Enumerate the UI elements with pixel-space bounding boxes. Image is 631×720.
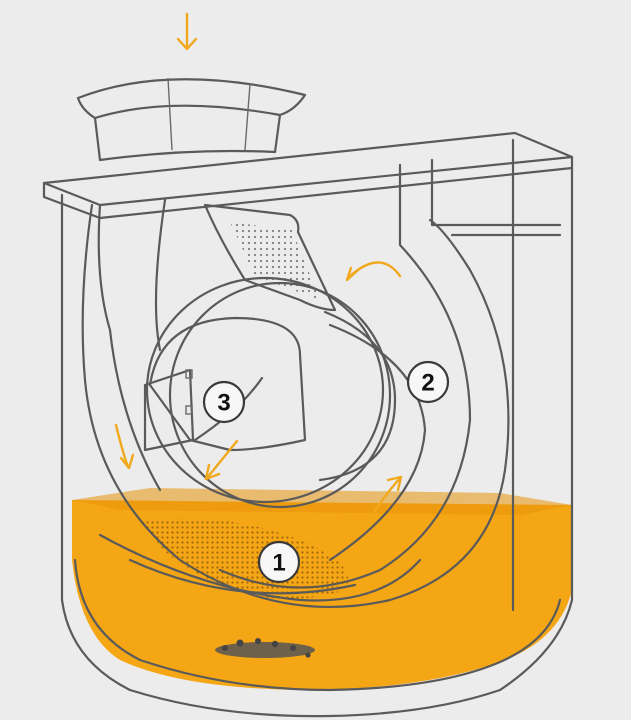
callout-2: 2 <box>408 362 448 402</box>
down-arrow-icon <box>178 14 196 49</box>
vent-plate <box>205 205 335 310</box>
callout-3-label: 3 <box>217 390 230 417</box>
callout-3: 3 <box>204 382 244 422</box>
flow-arrow-icon <box>116 425 133 468</box>
callout-1: 1 <box>259 542 299 582</box>
callout-1-label: 1 <box>272 550 285 577</box>
callout-2-label: 2 <box>421 370 434 397</box>
flow-arrow-icon <box>347 262 400 280</box>
flow-arrow-icon <box>206 441 237 479</box>
rotating-drum <box>147 278 395 507</box>
top-funnel <box>78 78 305 160</box>
